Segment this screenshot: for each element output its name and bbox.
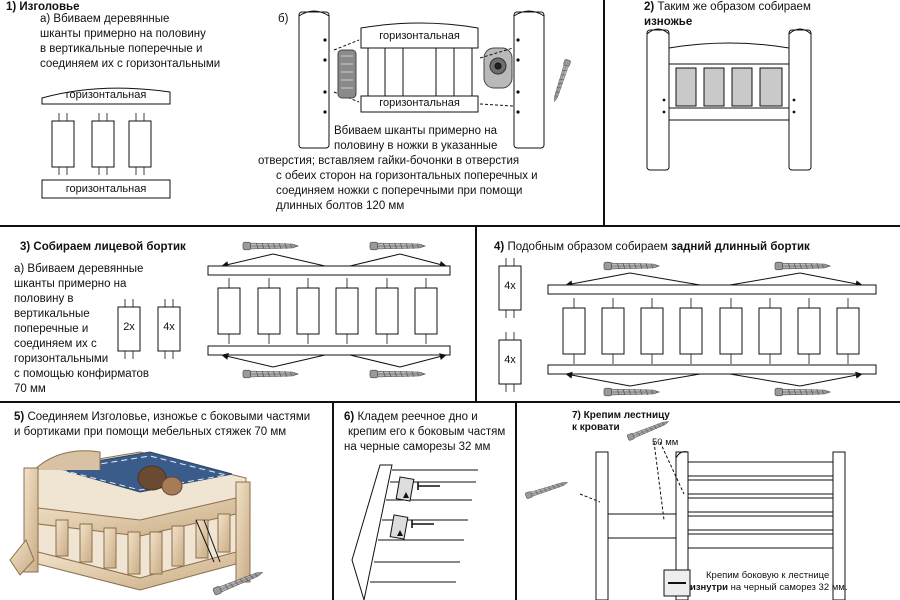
step4-label-top: 4х <box>504 280 516 292</box>
step7-title-line1: 7) Крепим лестницу <box>572 410 670 421</box>
step7-note1: Крепим боковую к лестнице <box>706 570 830 581</box>
step3-line: вертикальные <box>14 308 90 320</box>
slat <box>51 120 75 168</box>
screw-icon <box>242 241 299 251</box>
step1b-marker: б) <box>278 13 289 25</box>
step1b-top-label: горизонтальная <box>379 30 460 42</box>
screw-icon <box>603 261 660 271</box>
screw-icon <box>551 58 572 103</box>
step7-note2-rest: на черный саморез 32 мм. <box>730 582 848 593</box>
step1-top-rail-label: горизонтальная <box>65 89 147 101</box>
step4-title-text: Подобным образом собираем <box>507 241 668 253</box>
slat <box>91 120 115 168</box>
step3-line: шканты примерно на <box>14 278 127 290</box>
step2-title-text: Таким же образом собираем <box>657 1 811 13</box>
arrow-icon <box>221 253 274 268</box>
screw-icon <box>603 387 660 397</box>
step6-line1: 6) Кладем реечное дно и <box>344 410 478 424</box>
step3-line: соединяем их с <box>14 338 97 350</box>
step5-line2: и бортиками при помощи мебельных стяжек … <box>14 426 287 438</box>
bottom-rail <box>41 179 171 199</box>
step1b-bottom-label: горизонтальная <box>379 97 460 109</box>
slat <box>128 120 152 168</box>
step4-num: 4) <box>494 241 505 253</box>
step6-line2: крепим его к боковым частям <box>348 426 506 438</box>
step4-label-bottom: 4х <box>504 354 516 366</box>
step1b-assembly <box>298 10 572 149</box>
screw-icon <box>411 482 440 528</box>
step2-title: 2) Таким же образом собираем <box>644 0 811 14</box>
top-rail <box>41 87 171 105</box>
step5-bed-illustration <box>9 450 265 596</box>
step7-note2: изнутри на черный саморез 32 мм. <box>690 582 847 593</box>
step3-line: поперечные и <box>14 323 89 335</box>
step5-line1: 5) Соединяем Изголовье, изножье с боковы… <box>14 410 310 424</box>
part-4x-bottom <box>498 339 522 385</box>
step3-title: 3) Собираем лицевой бортик <box>20 241 186 253</box>
step1-headboard-parts <box>41 87 171 199</box>
step6-line3: на черные саморезы 32 мм <box>344 441 491 453</box>
step1b-text: Вбиваем шканты примерно на <box>334 125 497 137</box>
screw-icon <box>369 369 426 379</box>
screw-icon <box>774 387 831 397</box>
step5-num: 5) <box>14 411 25 423</box>
step1b-text: половину в ножки в указанные <box>334 140 498 152</box>
screw-icon <box>774 261 831 271</box>
step5-text: Соединяем Изголовье, изножье с боковыми … <box>27 411 311 423</box>
barrel-nut-icon <box>483 47 513 89</box>
step4-back-rail <box>498 258 877 397</box>
dowel-icon <box>228 278 427 344</box>
step7-note2-bold: изнутри <box>690 582 728 593</box>
step4-title-bold: задний длинный бортик <box>671 241 810 253</box>
screw-icon <box>242 369 299 379</box>
step1-bottom-rail-label: горизонтальная <box>65 183 147 195</box>
step2-footboard <box>646 28 812 171</box>
arrow-icon <box>221 353 274 368</box>
step3-line: с помощью конфирматов <box>14 368 150 380</box>
step1b-text: отверстия; вставляем гайки-бочонки в отв… <box>258 155 520 167</box>
step1-line: соединяем их с горизонтальными <box>40 58 221 70</box>
step3-label-2x: 2х <box>123 321 135 333</box>
step3-front-rail <box>117 241 451 379</box>
step2-title-bold: изножье <box>644 16 693 28</box>
step3-label-4x: 4х <box>163 321 175 333</box>
part-2x <box>117 306 141 352</box>
step1-line: шканты примерно на половину <box>40 28 206 40</box>
step7-size-label: 50 мм <box>652 437 679 448</box>
screw-icon <box>369 241 426 251</box>
step6-num: 6) <box>344 411 355 423</box>
step4-title: 4) Подобным образом собираем задний длин… <box>494 240 810 254</box>
step3-line: 70 мм <box>14 383 46 395</box>
step6-text: Кладем реечное дно и <box>357 411 478 423</box>
step2-num: 2) <box>644 1 655 13</box>
step1b-text: длинных болтов 120 мм <box>276 200 405 212</box>
step1-line: в вертикальные поперечные и <box>40 43 203 55</box>
step1b-text: соединяем ножки с поперечными при помощи <box>276 185 523 197</box>
dowel-icon <box>58 113 145 175</box>
step7-title-line2: к кровати <box>572 422 620 433</box>
step1-title: 1) Изголовье <box>6 1 80 13</box>
part-4x-top <box>498 265 522 311</box>
step3-line: а) Вбиваем деревянные <box>14 263 144 275</box>
arrow-icon <box>349 253 401 267</box>
step1-sub-a: а) Вбиваем деревянные <box>40 13 170 25</box>
step6-slat-base <box>351 464 478 600</box>
step7-ladder <box>524 418 846 600</box>
left-leg <box>298 11 330 149</box>
step3-line: горизонтальными <box>14 353 109 365</box>
step1b-text: с обеих сторон на горизонтальных попереч… <box>276 170 538 182</box>
screw-icon <box>524 479 569 500</box>
part-4x <box>157 306 181 352</box>
step3-line: половину в <box>14 293 74 305</box>
right-leg <box>513 11 545 149</box>
barrel-nut-icon <box>337 49 357 99</box>
